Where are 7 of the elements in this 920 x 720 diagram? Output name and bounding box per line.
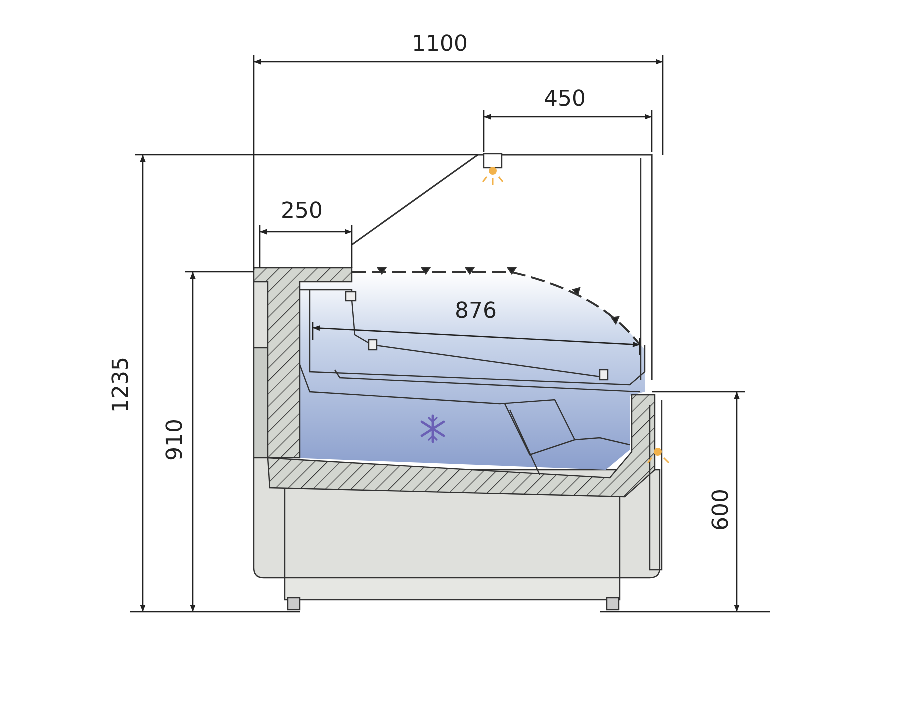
dimension-label: 1235 [111, 357, 133, 413]
dimension-label: 250 [281, 201, 323, 223]
dimension-label: 1100 [412, 34, 468, 56]
dimension-label: 450 [544, 89, 586, 111]
dimension-label: 910 [165, 419, 187, 461]
dimension-label: 876 [455, 301, 497, 323]
dimension-label: 600 [711, 489, 733, 531]
